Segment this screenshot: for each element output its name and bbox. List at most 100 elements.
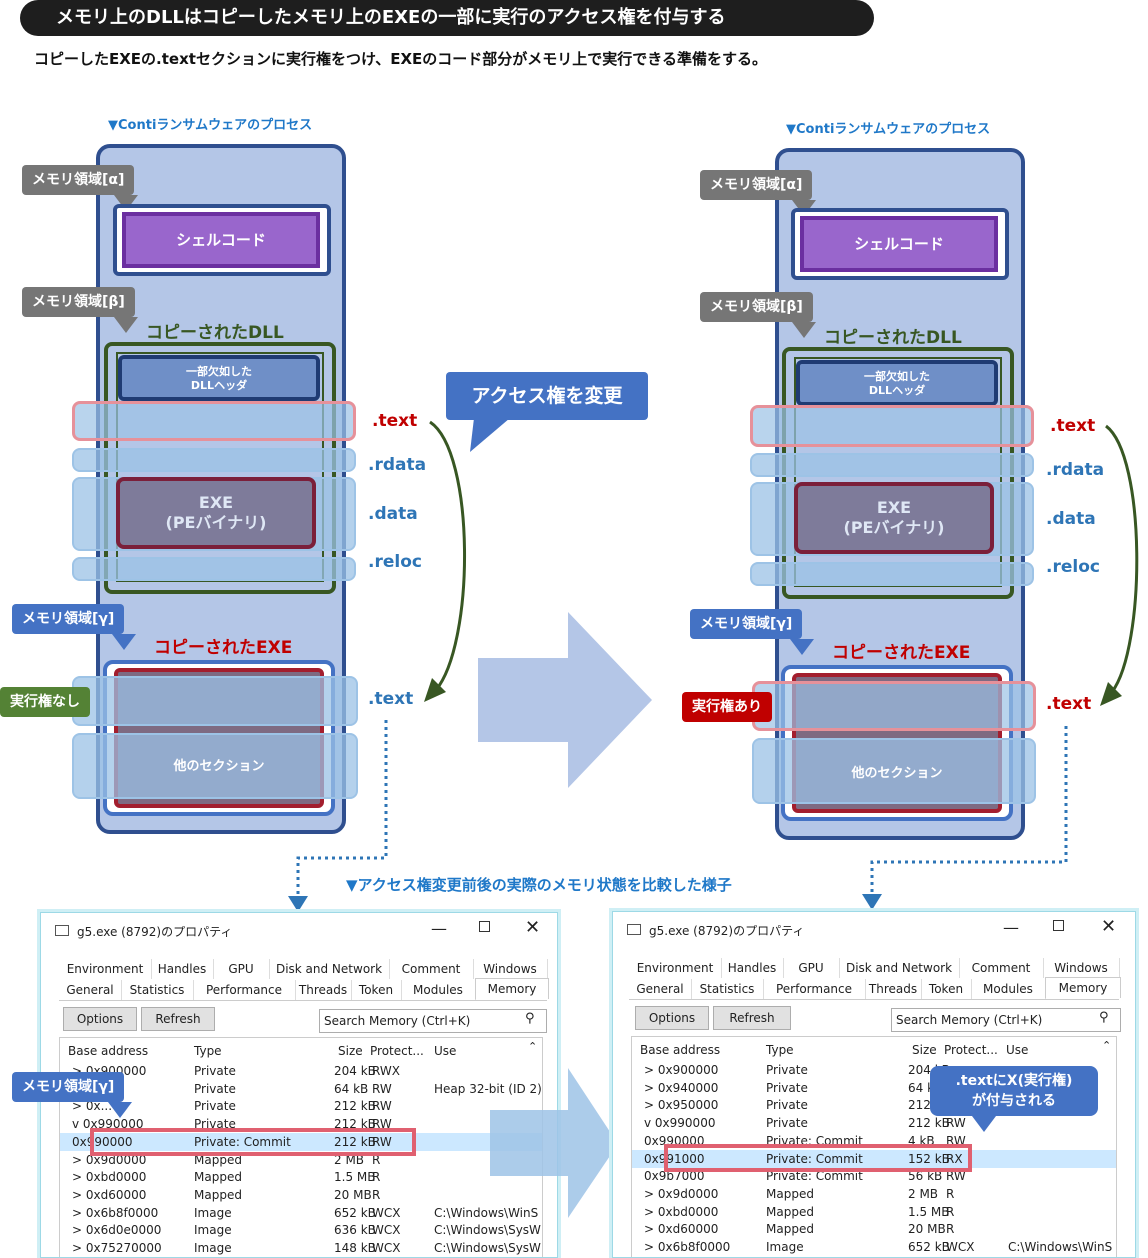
- cell-protect: R: [946, 1204, 955, 1219]
- col-use[interactable]: Use: [1006, 1043, 1029, 1057]
- cell-type: Mapped: [766, 1222, 814, 1237]
- cell-protect: RW: [946, 1116, 966, 1131]
- col-size[interactable]: Size: [338, 1044, 363, 1058]
- col-protect[interactable]: Protect...: [370, 1044, 424, 1058]
- tab-performance[interactable]: Performance: [763, 979, 866, 999]
- cell-size: 212 kB: [908, 1116, 950, 1131]
- col-protect[interactable]: Protect...: [944, 1043, 998, 1057]
- right-exe-label: コピーされたEXE: [832, 643, 971, 663]
- cell-protect: WCX: [372, 1241, 401, 1255]
- tab-handles[interactable]: Handles: [721, 958, 784, 978]
- maximize-icon[interactable]: [1053, 920, 1064, 931]
- tab-memory[interactable]: Memory: [475, 978, 549, 999]
- maximize-icon[interactable]: [479, 921, 490, 932]
- scroll-up-icon[interactable]: ⌃: [1102, 1039, 1112, 1052]
- left-exe-box: EXE (PEバイナリ): [116, 477, 316, 549]
- right-reloc-label: .reloc: [1046, 557, 1100, 577]
- left-dll-label: コピーされたDLL: [146, 323, 284, 343]
- cell-base-address: > 0xd60000: [72, 1187, 147, 1202]
- win-gamma-tail: [108, 1102, 132, 1118]
- tab-modules[interactable]: Modules: [971, 979, 1046, 999]
- tab-comment[interactable]: Comment: [389, 959, 474, 979]
- cell-protect: R: [946, 1222, 955, 1237]
- cell-protect: WCX: [372, 1223, 401, 1238]
- col-base-address[interactable]: Base address: [640, 1043, 721, 1057]
- search-icon[interactable]: ⚲: [1099, 1010, 1109, 1025]
- tab-general[interactable]: General: [629, 979, 692, 999]
- tab-environment[interactable]: Environment: [629, 958, 722, 978]
- cell-base-address: > 0xbd0000: [72, 1170, 147, 1185]
- tab-windows[interactable]: Windows: [473, 959, 548, 979]
- tab-statistics[interactable]: Statistics: [121, 980, 194, 1000]
- col-size[interactable]: Size: [912, 1043, 937, 1057]
- col-base-address[interactable]: Base address: [68, 1044, 149, 1058]
- col-use[interactable]: Use: [434, 1044, 457, 1058]
- left-process-caption: ▼Contiランサムウェアのプロセス: [108, 118, 313, 133]
- search-memory-input[interactable]: Search Memory (Ctrl+K): [891, 1008, 1121, 1032]
- tab-threads[interactable]: Threads: [295, 980, 352, 1000]
- cell-base-address: > 0x75270000: [72, 1241, 162, 1255]
- right-gamma-tail: [790, 639, 814, 655]
- options-button[interactable]: Options: [63, 1007, 137, 1031]
- tab-gpu[interactable]: GPU: [213, 959, 270, 979]
- tab-gpu[interactable]: GPU: [783, 958, 840, 978]
- refresh-button[interactable]: Refresh: [713, 1006, 791, 1030]
- col-type[interactable]: Type: [194, 1044, 222, 1058]
- close-icon[interactable]: ✕: [1101, 916, 1117, 937]
- search-memory-input[interactable]: Search Memory (Ctrl+K): [319, 1009, 547, 1033]
- search-icon[interactable]: ⚲: [525, 1011, 535, 1026]
- options-button[interactable]: Options: [635, 1006, 709, 1030]
- tab-comment[interactable]: Comment: [959, 958, 1044, 978]
- cell-base-address: 0x990000: [72, 1134, 133, 1149]
- cell-type: Private: [194, 1081, 236, 1096]
- left-beta-tag: メモリ領域[β]: [22, 287, 135, 317]
- tab-memory[interactable]: Memory: [1045, 977, 1121, 998]
- left-exec-status: 実行権なし: [0, 687, 90, 717]
- minimize-icon[interactable]: —: [431, 919, 447, 938]
- tab-general[interactable]: General: [59, 980, 122, 1000]
- close-icon[interactable]: ✕: [525, 917, 541, 938]
- tab-token[interactable]: Token: [921, 979, 972, 999]
- tab-disk-network[interactable]: Disk and Network: [839, 958, 960, 978]
- col-type[interactable]: Type: [766, 1043, 794, 1057]
- tab-windows[interactable]: Windows: [1043, 958, 1120, 978]
- right-sec-reloc: [750, 562, 1034, 586]
- tab-token[interactable]: Token: [351, 980, 402, 1000]
- tab-handles[interactable]: Handles: [151, 959, 214, 979]
- right-beta-tag: メモリ領域[β]: [700, 292, 813, 322]
- cell-type: Private: [194, 1117, 236, 1132]
- scroll-up-icon[interactable]: ⌃: [528, 1040, 538, 1053]
- tab-environment[interactable]: Environment: [59, 959, 152, 979]
- right-window-title: g5.exe (8792)のプロパティ: [649, 924, 805, 938]
- left-text-label: .text: [372, 411, 418, 431]
- tab-performance[interactable]: Performance: [193, 980, 296, 1000]
- refresh-button[interactable]: Refresh: [141, 1007, 215, 1031]
- tab-statistics[interactable]: Statistics: [691, 979, 764, 999]
- tab-modules[interactable]: Modules: [401, 980, 476, 1000]
- left-dll-header-line2: DLLヘッダ: [190, 379, 248, 392]
- tab-threads[interactable]: Threads: [865, 979, 922, 999]
- left-sec-reloc: [72, 557, 356, 581]
- minimize-icon[interactable]: —: [1003, 918, 1019, 937]
- cell-use: C:\Windows\WinS: [1008, 1240, 1113, 1254]
- tab-disk-network[interactable]: Disk and Network: [269, 959, 390, 979]
